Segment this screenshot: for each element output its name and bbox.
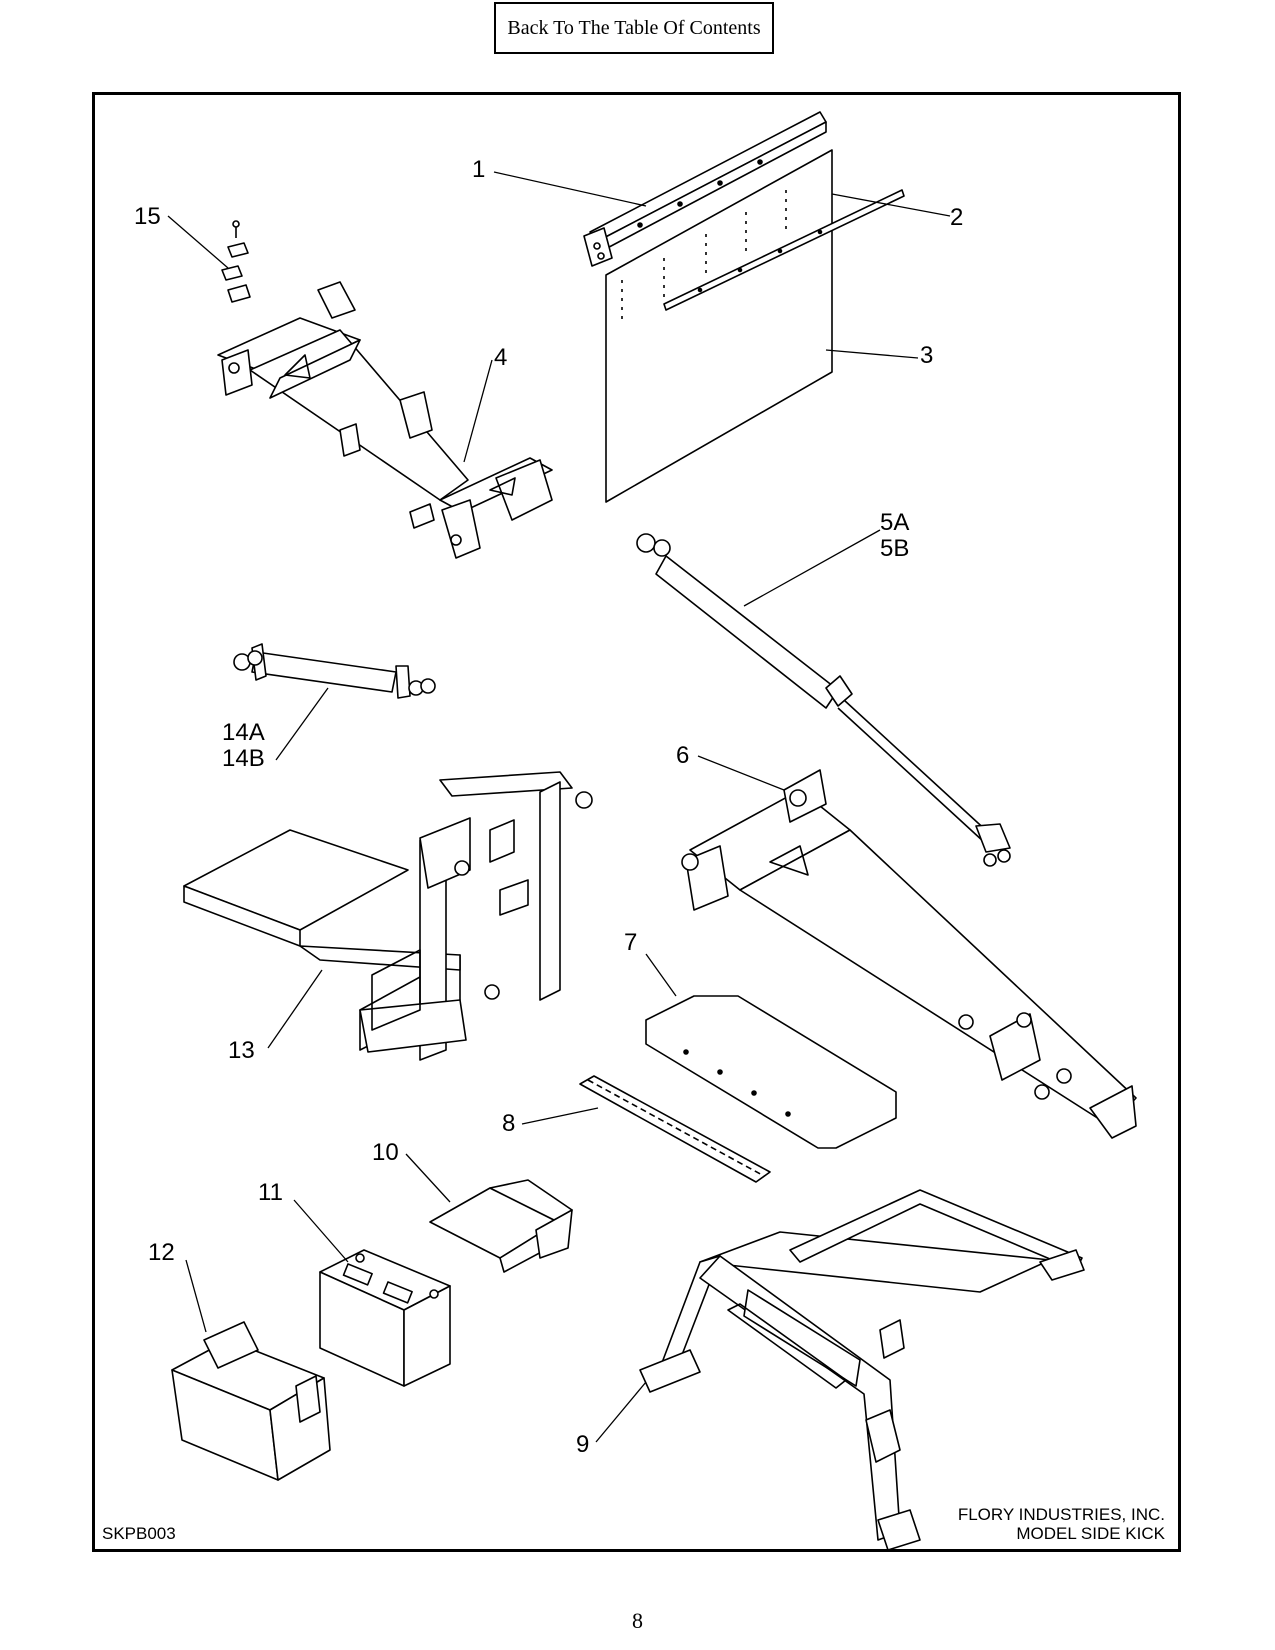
part-10-bracket	[429, 1179, 573, 1273]
callout-13: 13	[228, 1037, 255, 1064]
part-9-stand	[639, 1189, 1085, 1551]
callout-14b: 14B	[222, 745, 265, 772]
callout-15: 15	[134, 203, 161, 230]
part-7-plate	[645, 995, 897, 1149]
drawing-number: SKPB003	[102, 1524, 176, 1543]
part-3-panel	[605, 149, 833, 503]
callout-6: 6	[676, 742, 689, 769]
model-name: MODEL SIDE KICK	[1016, 1524, 1165, 1543]
callout-leaders	[167, 171, 951, 1443]
callout-11: 11	[258, 1179, 283, 1206]
callout-5a: 5A	[880, 509, 909, 536]
part-14-cylinder	[233, 643, 436, 699]
part-8-hinge	[579, 1075, 771, 1183]
company-name: FLORY INDUSTRIES, INC.	[957, 1505, 1165, 1524]
title-block: FLORY INDUSTRIES, INC. MODEL SIDE KICK	[958, 1505, 1165, 1543]
part-5-cylinder	[636, 533, 1011, 867]
callout-3: 3	[920, 342, 933, 369]
callout-1: 1	[472, 156, 485, 183]
page-number: 8	[632, 1608, 643, 1633]
callout-labels: 1 2 3 4 5A 5B 6 7 8 9 10 11 12 13 14A 14…	[134, 156, 963, 1458]
part-1-rail	[583, 111, 827, 267]
part-15-fastener	[221, 220, 251, 303]
part-6-arm	[681, 769, 1137, 1139]
part-4-frame	[217, 281, 553, 559]
part-2-strip	[663, 189, 905, 311]
callout-12: 12	[148, 1239, 175, 1266]
part-12-battery-box	[171, 1321, 331, 1481]
callout-8: 8	[502, 1110, 515, 1137]
callout-14a: 14A	[222, 719, 265, 746]
back-to-table-of-contents-link[interactable]: Back To The Table Of Contents	[494, 2, 774, 54]
callout-10: 10	[372, 1139, 399, 1166]
callout-2: 2	[950, 204, 963, 231]
callout-5b: 5B	[880, 535, 909, 562]
callout-7: 7	[624, 929, 637, 956]
callout-9: 9	[576, 1431, 589, 1458]
part-13-carriage	[183, 771, 593, 1061]
diagram-frame	[92, 92, 1181, 1552]
part-11-battery	[319, 1249, 451, 1387]
callout-4: 4	[494, 344, 507, 371]
